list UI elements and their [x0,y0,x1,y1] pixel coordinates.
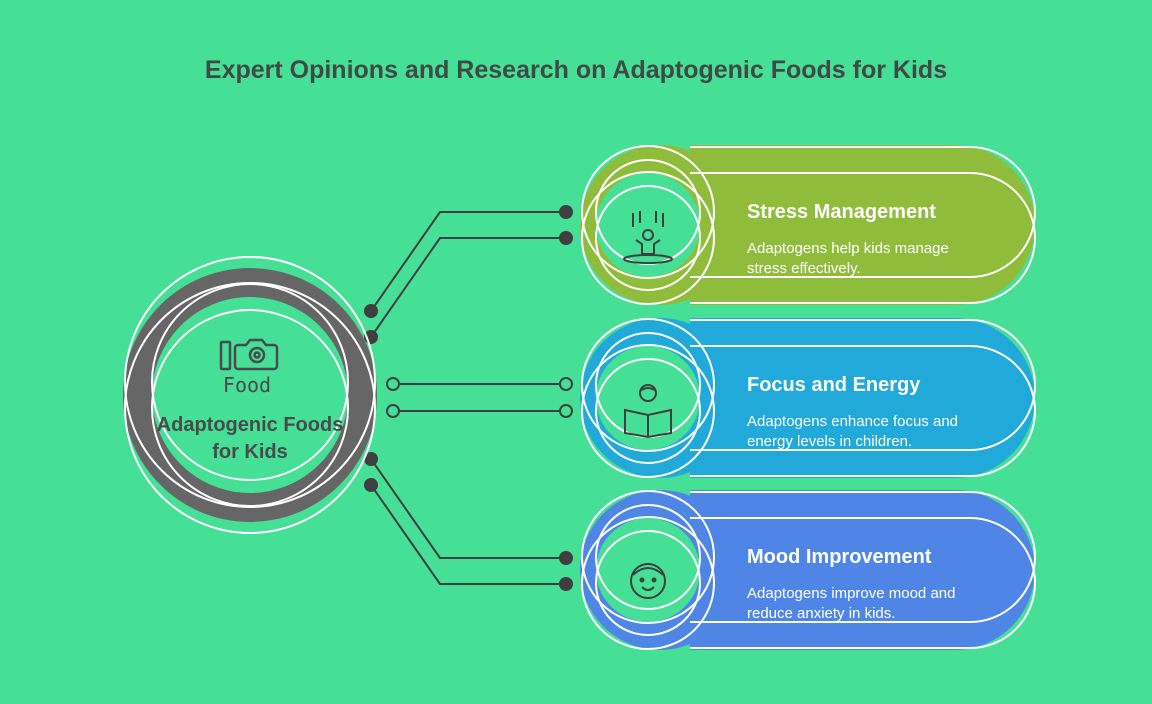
connector-dot [559,551,573,565]
item-title-focus: Focus and Energy [747,374,921,396]
connector-dot [559,577,573,591]
connector-mood-2 [370,484,566,585]
connector-dot [364,452,378,466]
item-desc-focus: Adaptogens enhance focus and energy leve… [747,413,959,450]
center-label: Adaptogenic Foods for Kids [156,414,344,463]
item-card-mood [580,490,1036,650]
item-title-stress: Stress Management [747,201,936,223]
food-camera-icon [219,338,279,371]
connector-dot [559,231,573,245]
connector-dot [364,478,378,492]
connector-open-dot [386,404,400,418]
item-card-stress [580,145,1036,305]
connector-stress-2 [370,237,566,338]
connector-dot [364,304,378,318]
connector-dot [559,205,573,219]
item-title-mood: Mood Improvement [747,546,932,568]
connector-mood-1 [370,458,566,559]
center-node [123,256,377,534]
item-desc-mood: Adaptogens improve mood and reduce anxie… [747,585,956,622]
child-reading-book-icon [624,384,672,439]
item-desc-stress: Adaptogens help kids manage stress effec… [747,240,949,277]
smiling-face-icon [630,563,666,599]
connector-open-dot [559,377,573,391]
connector-open-dot [386,377,400,391]
connectors [370,211,566,585]
diagram-title: Expert Opinions and Research on Adaptoge… [204,56,948,84]
food-icon-label: Food [222,373,272,397]
connector-stress-1 [370,211,566,312]
child-on-swing-icon [623,211,673,264]
item-card-focus [580,318,1036,478]
connector-open-dot [559,404,573,418]
